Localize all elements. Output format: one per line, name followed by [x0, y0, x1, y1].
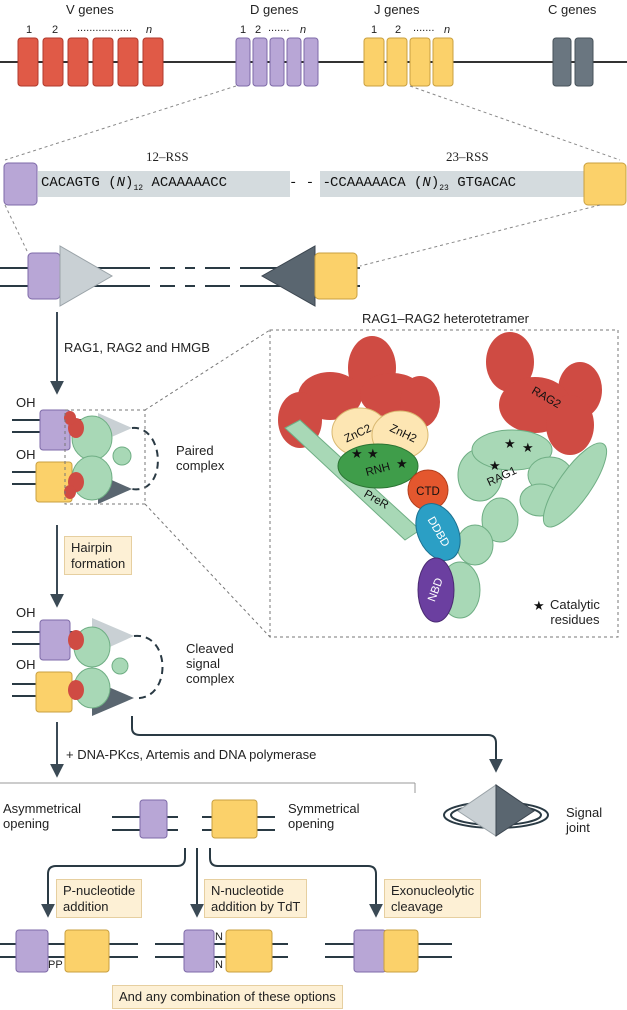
repair-section	[0, 782, 549, 973]
asymmetrical-opening-label: Asymmetrical opening	[3, 801, 82, 831]
rss-12-sequence: CACAGTG (N)12 ACAAAAACC	[41, 175, 227, 193]
catalytic-residues-label: Catalytic residues	[550, 597, 600, 627]
j-number-1: 1	[371, 24, 378, 36]
p-nucleotide-box: P-nucleotide addition	[56, 879, 143, 919]
seq12-close: )	[125, 175, 134, 191]
combination-box: And any combination of these options	[112, 985, 343, 1009]
seq23-right: GTGACAC	[448, 175, 517, 191]
gene-locus	[0, 37, 627, 161]
rag2-right	[486, 332, 602, 455]
oh-label-bottom-cleaved: OH	[16, 657, 36, 672]
rag-panel: ★ ★ ★ ★ ★ ★ ★	[269, 329, 619, 638]
exonucleolytic-box: Exonucleolytic cleavage	[384, 879, 482, 919]
j-gene-segments	[363, 37, 454, 87]
dna-pk-label: + DNA-PKcs, Artemis and DNA polymerase	[66, 747, 317, 762]
rss-region	[3, 162, 627, 267]
catalytic-star: ★	[504, 436, 516, 451]
seq12-right: ACAAAAACC	[143, 175, 228, 191]
n-label-top: N	[215, 931, 223, 943]
hairpin-formation-box: Hairpin formation	[64, 536, 133, 576]
d-gene-segments	[235, 37, 319, 87]
n-label-bottom: N	[215, 959, 223, 971]
paired-complex	[12, 329, 271, 638]
seq23-sub: 23	[439, 183, 449, 193]
germline-dna	[0, 245, 360, 307]
signal-joint-label: Signal joint	[566, 805, 603, 835]
d-number-n: n	[300, 24, 307, 36]
j-number-dots: .......	[413, 22, 435, 34]
cleaved-signal-complex-label: Cleaved signal complex	[186, 641, 235, 686]
catalytic-star: ★	[489, 458, 501, 473]
outcome-exonucleolytic	[325, 929, 452, 973]
pp-label: PP	[48, 959, 63, 971]
catalytic-star: ★	[522, 440, 534, 455]
oh-label-bottom-paired: OH	[16, 447, 36, 462]
j-number-n: n	[444, 24, 451, 36]
outcome-p-nucleotide	[0, 929, 138, 973]
catalytic-star: ★	[367, 446, 379, 461]
d-number-dots: .......	[268, 22, 290, 34]
rag-panel-title: RAG1–RAG2 heterotetramer	[362, 311, 529, 326]
v-number-n: n	[146, 24, 153, 36]
c-gene-segments	[552, 37, 594, 87]
ddbd-domain	[415, 503, 461, 561]
rag-hmgb-label: RAG1, RAG2 and HMGB	[64, 340, 210, 355]
paired-complex-label: Paired complex	[176, 443, 225, 473]
signal-joint-ring	[443, 784, 549, 837]
v-number-1: 1	[26, 24, 33, 36]
rnh-domain	[337, 443, 419, 489]
j-number-2: 2	[395, 24, 402, 36]
d-genes-label: D genes	[250, 2, 299, 17]
seq12-left: CACAGTG (	[41, 175, 117, 191]
nbd-domain	[417, 557, 455, 623]
catalytic-star: ★	[396, 456, 408, 471]
rss-separator: - - -	[289, 175, 332, 191]
symmetrical-opening-label: Symmetrical opening	[288, 801, 360, 831]
v-number-dots: ..................	[77, 22, 133, 34]
v-gene-segments	[17, 37, 164, 87]
ctd-label: CTD	[416, 486, 440, 498]
oh-label-top-cleaved: OH	[16, 605, 36, 620]
seq12-sub: 12	[133, 183, 144, 193]
outcome-n-nucleotide	[155, 929, 288, 973]
d-number-1: 1	[240, 24, 247, 36]
oh-label-top-paired: OH	[16, 395, 36, 410]
seq12-n: N	[116, 175, 126, 191]
seq23-left: CCAAAAACA (	[330, 175, 423, 191]
legend-star: ★	[533, 598, 545, 613]
d-number-2: 2	[255, 24, 262, 36]
j-genes-label: J genes	[374, 2, 420, 17]
c-genes-label: C genes	[548, 2, 597, 17]
rss-23-label: 23–RSS	[446, 149, 489, 164]
n-nucleotide-box: N-nucleotide addition by TdT	[204, 879, 308, 919]
rag1-right	[439, 429, 608, 619]
rss-12-label: 12–RSS	[146, 149, 189, 164]
rss-23-sequence: CCAAAAACA (N)23 GTGACAC	[330, 175, 516, 193]
seq23-close: )	[430, 175, 440, 191]
catalytic-star: ★	[351, 446, 363, 461]
cleaved-signal-complex	[12, 618, 503, 773]
v-genes-label: V genes	[66, 2, 114, 17]
seq23-n: N	[422, 175, 431, 191]
v-number-2: 2	[52, 24, 59, 36]
